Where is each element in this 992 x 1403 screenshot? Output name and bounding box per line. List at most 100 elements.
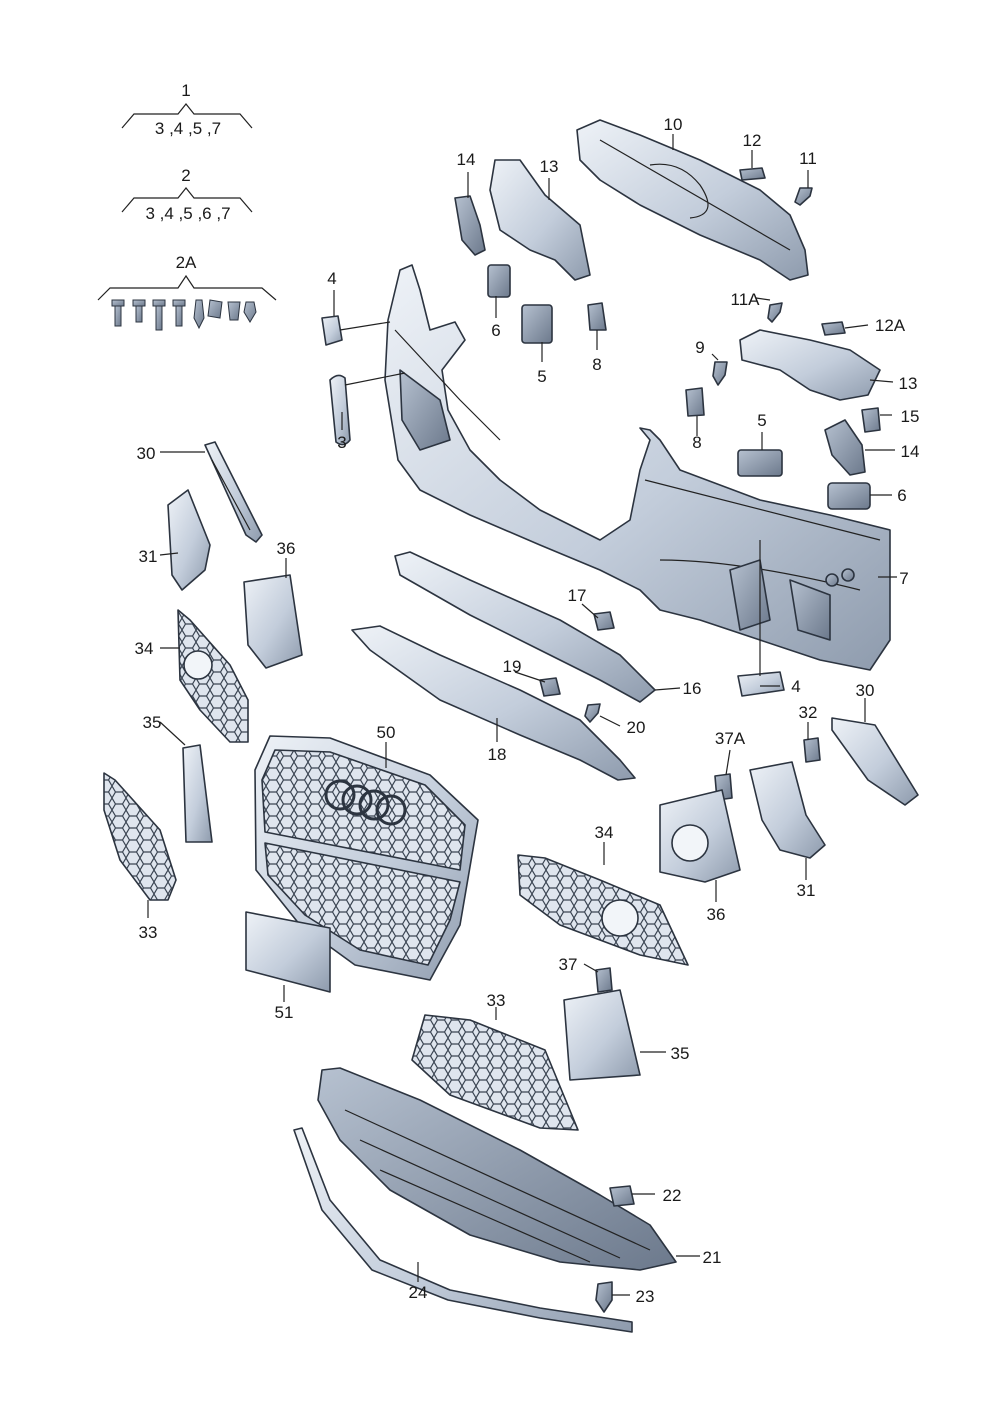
nut-19 [539, 677, 561, 697]
radiator-grille-mesh-lower [264, 842, 461, 966]
callout-12a: 12A [875, 316, 906, 335]
leader-lines [147, 134, 897, 1296]
grille-33-left [103, 772, 177, 901]
spoiler-strip-18 [351, 625, 636, 781]
clip-37 [595, 967, 613, 993]
callout-18: 18 [488, 745, 507, 764]
group-2a-label: 2A [176, 253, 197, 272]
callout-15: 15 [901, 407, 920, 426]
audi-rings-logo [324, 779, 407, 826]
screw-9 [712, 361, 728, 386]
group-1-parts: 3 ,4 ,5 ,7 [155, 119, 221, 138]
callout-36-right: 36 [707, 905, 726, 924]
clip-8 [587, 302, 607, 331]
sensor-bracket-5 [521, 304, 553, 344]
nut-22 [609, 1185, 635, 1207]
callout-37: 37 [559, 955, 578, 974]
fog-ring-34-left [183, 650, 213, 680]
trim-30-right [831, 717, 919, 806]
callout-8: 8 [592, 355, 601, 374]
callout-5-right: 5 [757, 411, 766, 430]
sensor-bracket-5-right [737, 449, 783, 477]
air-duct-36-left [243, 574, 303, 669]
bumper-cover [384, 264, 891, 671]
callout-50: 50 [377, 723, 396, 742]
cover-opening-left [399, 369, 451, 451]
bracket-35-right [563, 989, 641, 1081]
trim-31-right [749, 761, 826, 859]
callout-7: 7 [899, 569, 908, 588]
screw-11a [767, 302, 783, 323]
grille-33-right [411, 1014, 579, 1131]
sensor-hole-2 [841, 568, 855, 582]
sensor-hole-1 [825, 573, 839, 587]
group-2: 2 3 ,4 ,5 ,6 ,7 [121, 166, 253, 223]
callout-35-right: 35 [671, 1044, 690, 1063]
callout-51: 51 [275, 1003, 294, 1022]
callout-12: 12 [743, 131, 762, 150]
fastener-set-icon [111, 299, 257, 331]
callout-33: 33 [139, 923, 158, 942]
callout-16: 16 [683, 679, 702, 698]
cover-opening-far-right [789, 579, 831, 641]
callout-35: 35 [143, 713, 162, 732]
callouts: 10 12 11 14 13 4 6 5 8 3 11A 12A 9 13 8 … [135, 115, 920, 1306]
callout-17: 17 [568, 586, 587, 605]
callout-19: 19 [503, 657, 522, 676]
cap-4 [321, 315, 343, 346]
callout-31: 31 [139, 547, 158, 566]
license-plate-holder [245, 911, 331, 993]
group-2a: 2A [97, 253, 277, 331]
callout-14: 14 [457, 150, 476, 169]
callout-9: 9 [695, 338, 704, 357]
callout-24: 24 [409, 1283, 428, 1302]
group-1-label: 1 [181, 81, 190, 100]
callout-32: 32 [799, 703, 818, 722]
nut-17 [593, 611, 615, 631]
reinforcement-16 [394, 551, 656, 703]
sensor-holder-6-right [827, 482, 871, 510]
callout-14-right: 14 [901, 442, 920, 461]
guide-bracket-right [739, 329, 881, 401]
fog-ring-36-right [671, 824, 709, 862]
guide-bracket-left [489, 159, 591, 281]
trim-31-left [167, 489, 211, 591]
callout-4-right: 4 [791, 677, 800, 696]
undertray-21 [317, 1067, 677, 1271]
callout-6: 6 [491, 321, 500, 340]
screw-20 [584, 703, 601, 723]
clip-12 [739, 167, 766, 181]
callout-13: 13 [540, 157, 559, 176]
air-guide-right [824, 419, 866, 476]
cap-3 [329, 374, 351, 446]
callout-36: 36 [277, 539, 296, 558]
callout-22: 22 [663, 1186, 682, 1205]
callout-37a: 37A [715, 729, 746, 748]
callout-3: 3 [337, 433, 346, 452]
group-1: 1 3 ,4 ,5 ,7 [121, 81, 253, 138]
callout-30-right: 30 [856, 681, 875, 700]
callout-11: 11 [799, 149, 817, 168]
bracket-35-left [182, 744, 213, 843]
bumper-carrier-upper [576, 119, 809, 281]
fog-ring-34-right [601, 899, 639, 937]
callout-30: 30 [137, 444, 156, 463]
callout-5: 5 [537, 367, 546, 386]
sensor-holder-6 [487, 264, 511, 298]
callout-8-right: 8 [692, 433, 701, 452]
screw-23 [595, 1281, 613, 1313]
group-2-label: 2 [181, 166, 190, 185]
callout-13-right: 13 [899, 374, 918, 393]
callout-20: 20 [627, 718, 646, 737]
cap-4-right [737, 671, 785, 697]
callout-4: 4 [327, 269, 336, 288]
clip-12a [821, 321, 846, 336]
callout-34: 34 [135, 639, 154, 658]
clip-15 [861, 407, 881, 433]
grille-34-left [177, 609, 249, 743]
radiator-grille-mesh-upper [261, 749, 466, 871]
callout-10: 10 [664, 115, 683, 134]
clip-32 [803, 737, 821, 763]
callout-31-right: 31 [797, 881, 816, 900]
